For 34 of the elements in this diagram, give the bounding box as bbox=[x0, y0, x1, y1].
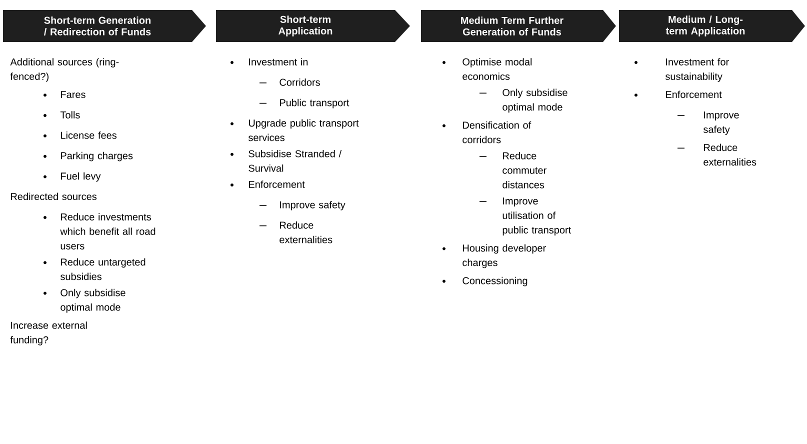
list-item: Reduce investments which benefit all road users bbox=[60, 213, 156, 250]
list-item: Reduce untargeted subsidies bbox=[60, 258, 146, 280]
list-item: License fees bbox=[61, 132, 117, 139]
chevron-header: Short-term Application bbox=[216, 10, 410, 42]
list-item: Densification of corridors bbox=[462, 121, 532, 144]
list-item: Investment for sustainability bbox=[665, 58, 729, 82]
chevron-header: Medium Term Further Generation of Funds bbox=[421, 10, 616, 42]
list-item: Fares bbox=[61, 91, 86, 98]
chevron-header: Medium / Long-term Application bbox=[619, 10, 805, 42]
list-item: Only subsidise optimal mode bbox=[502, 88, 568, 113]
list-item: Increase external funding? bbox=[10, 322, 87, 346]
list-item: Subsidise Stranded / Survival bbox=[248, 150, 342, 172]
list-item: Public transport bbox=[280, 98, 350, 108]
list-item: Upgrade public transport services bbox=[248, 119, 359, 142]
list-item: Improve safety bbox=[703, 111, 739, 135]
list-item: Corridors bbox=[280, 78, 320, 86]
list-item: Only subsidise optimal mode bbox=[60, 288, 126, 313]
list-item: Fuel levy bbox=[61, 172, 101, 182]
list-item: Improve utilisation of public transport bbox=[502, 198, 572, 236]
list-item: Enforcement bbox=[666, 90, 722, 98]
list-item: Reduce commuter distances bbox=[502, 152, 546, 188]
list-item: Redirected sources bbox=[11, 192, 97, 200]
list-item: Reduce externalities bbox=[704, 144, 756, 166]
list-item: Additional sources (ring-fenced?) bbox=[10, 58, 119, 82]
list-item: Enforcement bbox=[249, 180, 305, 188]
list-item: Reduce externalities bbox=[280, 221, 332, 244]
list-item: Investment in bbox=[249, 58, 308, 66]
list-item: Housing developer charges bbox=[462, 244, 546, 268]
list-item: Optimise modal economics bbox=[462, 58, 532, 80]
list-item: Tolls bbox=[60, 111, 80, 118]
list-item: Parking charges bbox=[61, 152, 133, 162]
list-item: Concessioning bbox=[462, 276, 528, 286]
chevron-header: Short-term Generation / Redirection of Funds bbox=[3, 10, 206, 42]
list-item: Improve safety bbox=[280, 201, 346, 210]
